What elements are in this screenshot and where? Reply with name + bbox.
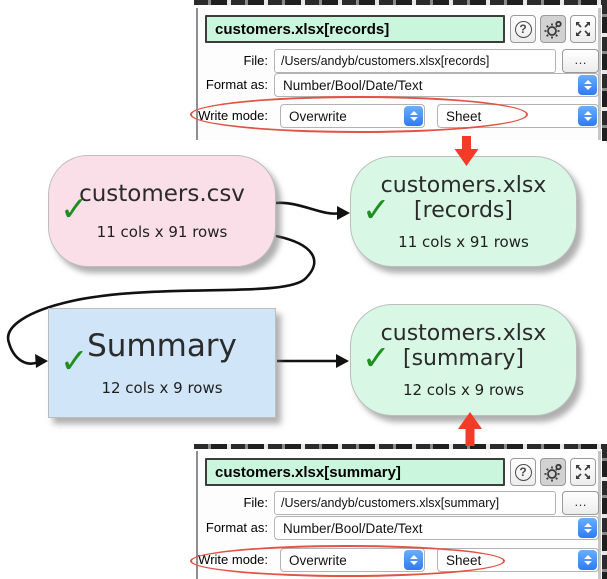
file-label: File: bbox=[243, 495, 268, 510]
write-target-select[interactable]: Sheet bbox=[437, 548, 599, 572]
settings-button[interactable] bbox=[540, 15, 566, 43]
node-stats: 12 cols x 9 rows bbox=[101, 379, 223, 397]
file-path-field[interactable]: /Users/andyb/customers.xlsx[records] bbox=[274, 49, 556, 73]
settings-button[interactable] bbox=[540, 458, 566, 486]
expand-arrows-icon bbox=[576, 465, 590, 479]
panel-title-field[interactable]: customers.xlsx[summary] bbox=[205, 458, 505, 486]
node-customers-xlsx-records[interactable]: ✓ customers.xlsx [records] 11 cols x 91 … bbox=[350, 156, 577, 267]
up-down-chevrons-icon bbox=[578, 550, 597, 570]
success-check-icon: ✓ bbox=[60, 341, 89, 382]
file-path-field[interactable]: /Users/andyb/customers.xlsx[summary] bbox=[274, 491, 556, 515]
up-down-chevrons-icon bbox=[578, 75, 597, 95]
output-panel-summary: customers.xlsx[summary] ? bbox=[196, 451, 601, 579]
up-down-chevrons-icon bbox=[578, 106, 597, 126]
write-mode-select[interactable]: Overwrite bbox=[280, 104, 425, 128]
success-check-icon: ✓ bbox=[60, 189, 89, 230]
format-as-select[interactable]: Number/Bool/Date/Text bbox=[274, 516, 599, 540]
write-target-select[interactable]: Sheet bbox=[437, 104, 599, 128]
up-down-chevrons-icon bbox=[404, 550, 423, 570]
help-icon: ? bbox=[514, 463, 532, 481]
edge-csv-to-summary-arrowhead bbox=[35, 354, 48, 368]
torn-edge-top bbox=[194, 0, 607, 5]
up-down-chevrons-icon bbox=[404, 106, 423, 126]
help-icon: ? bbox=[514, 20, 532, 38]
node-title: Summary bbox=[87, 328, 237, 364]
success-check-icon: ✓ bbox=[362, 189, 391, 230]
gear-icon bbox=[544, 20, 562, 39]
write-mode-label: Write mode: bbox=[198, 552, 268, 567]
panel-title-field[interactable]: customers.xlsx[records] bbox=[205, 15, 505, 43]
format-as-select[interactable]: Number/Bool/Date/Text bbox=[274, 73, 599, 97]
torn-edge-right-bottom bbox=[602, 444, 607, 579]
edge-csv-to-records bbox=[275, 201, 341, 215]
up-down-chevrons-icon bbox=[578, 518, 597, 538]
success-check-icon: ✓ bbox=[362, 338, 391, 379]
edge-summary-to-output-arrowhead bbox=[336, 354, 349, 368]
annotation-arrow-up bbox=[458, 412, 482, 446]
torn-edge-top-bottom-panel bbox=[194, 444, 607, 449]
help-button[interactable]: ? bbox=[510, 458, 536, 486]
format-as-label: Format as: bbox=[205, 77, 268, 92]
expand-arrows-icon bbox=[576, 22, 590, 36]
node-title-line2: [summary] bbox=[403, 346, 524, 371]
output-panel-records: customers.xlsx[records] ? bbox=[196, 8, 601, 140]
node-customers-xlsx-summary[interactable]: ✓ customers.xlsx [summary] 12 cols x 9 r… bbox=[350, 304, 577, 416]
write-mode-select[interactable]: Overwrite bbox=[280, 548, 425, 572]
gear-icon bbox=[544, 463, 562, 482]
browse-button[interactable]: … bbox=[562, 491, 599, 515]
node-title-line1: customers.xlsx bbox=[380, 321, 547, 346]
node-title-line2: [records] bbox=[414, 197, 513, 223]
format-as-label: Format as: bbox=[205, 520, 268, 535]
node-title-line1: customers.xlsx bbox=[380, 172, 547, 198]
write-mode-label: Write mode: bbox=[198, 108, 268, 123]
node-title: customers.csv bbox=[79, 181, 245, 207]
node-stats: 12 cols x 9 rows bbox=[402, 381, 525, 399]
torn-edge-right-top bbox=[602, 0, 607, 141]
expand-button[interactable] bbox=[570, 458, 596, 486]
node-stats: 11 cols x 91 rows bbox=[96, 223, 228, 241]
node-customers-csv[interactable]: ✓ customers.csv 11 cols x 91 rows bbox=[48, 155, 276, 267]
file-label: File: bbox=[243, 53, 268, 68]
browse-button[interactable]: … bbox=[562, 49, 599, 73]
node-stats: 11 cols x 91 rows bbox=[398, 232, 529, 251]
node-summary-transform[interactable]: ✓ Summary 12 cols x 9 rows bbox=[48, 308, 276, 418]
edge-csv-to-records-arrowhead bbox=[337, 206, 350, 220]
help-button[interactable]: ? bbox=[510, 15, 536, 43]
expand-button[interactable] bbox=[570, 15, 596, 43]
